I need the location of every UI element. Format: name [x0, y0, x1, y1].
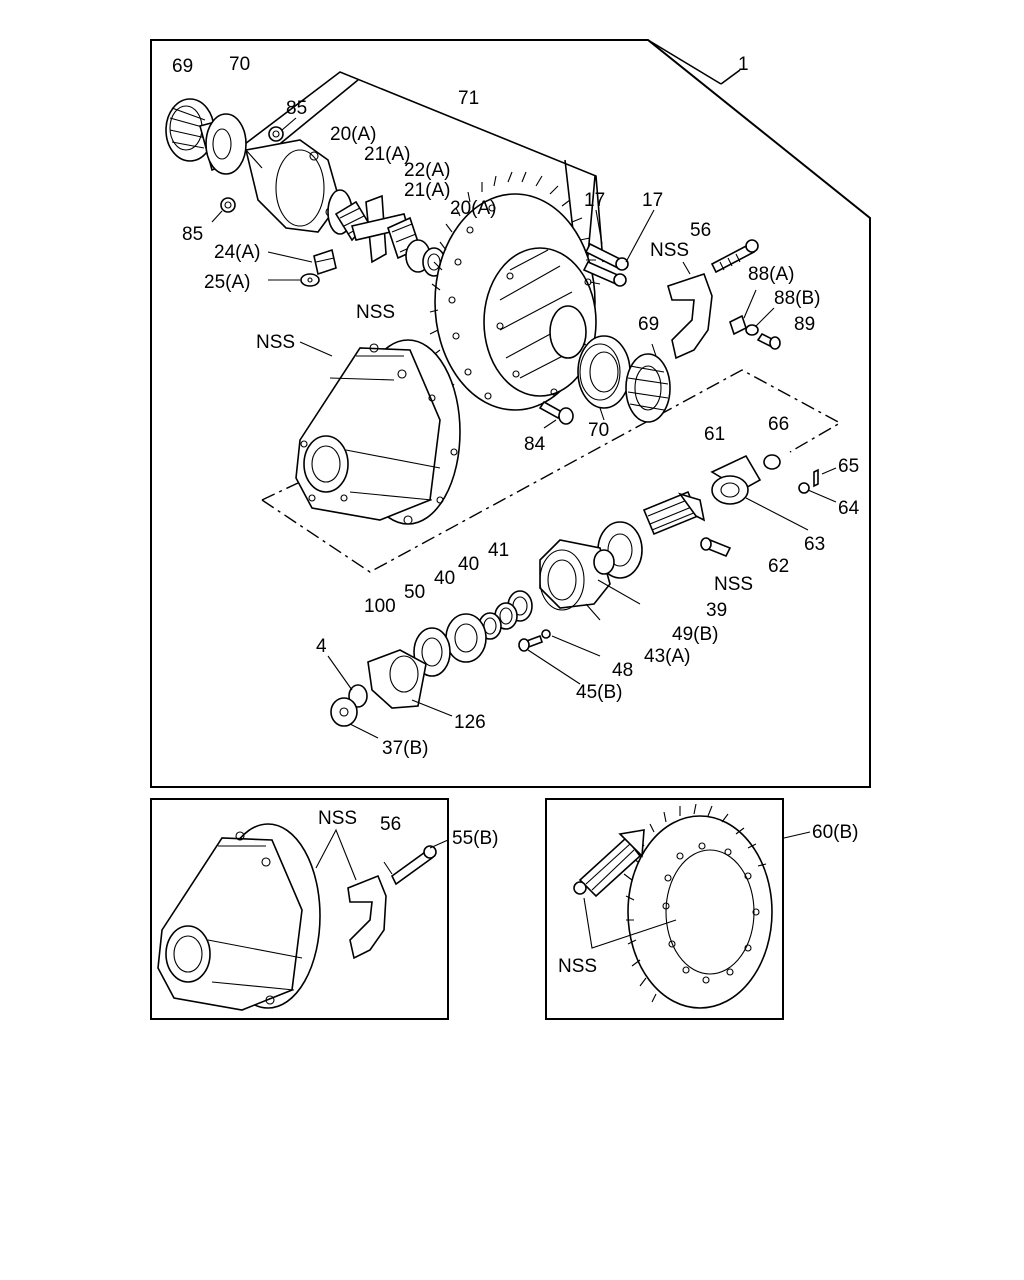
label-24a: 24(A): [214, 242, 260, 263]
label-60b: 60(B): [812, 822, 858, 843]
kit-ring-gear: [623, 803, 773, 1009]
label-20a-lower: 20(A): [450, 198, 496, 219]
label-41: 41: [488, 540, 509, 561]
nut-85-top: [268, 126, 284, 142]
differential-case-right: [483, 247, 597, 397]
bolt-17-a: [584, 242, 629, 271]
bearing-cone-70-top: [199, 113, 247, 175]
nut-37b: [330, 697, 358, 727]
bearing-50: [445, 613, 487, 663]
label-39: 39: [706, 600, 727, 621]
nut-85-lower: [220, 197, 236, 213]
label-4: 4: [316, 636, 327, 657]
label-43a: 43(A): [644, 646, 690, 667]
kit-cap-bolt-56: [390, 845, 437, 886]
label-64: 64: [838, 498, 860, 519]
label-71: 71: [458, 88, 479, 109]
label-nss-pinion: NSS: [714, 574, 753, 595]
label-63: 63: [804, 534, 825, 555]
nut-64: [798, 482, 810, 494]
label-nss-kit: NSS: [318, 808, 357, 829]
bearing-cone-70-right: [577, 335, 631, 409]
label-70-right: 70: [588, 420, 609, 441]
kit-drive-pinion: [573, 829, 645, 898]
label-17-right: 17: [642, 190, 663, 211]
label-21a-lower: 21(A): [404, 180, 450, 201]
bolt-84: [538, 400, 574, 425]
bearing-cap-nss: [667, 272, 713, 360]
label-45b: 45(B): [576, 682, 622, 703]
bearing-cage-43a: [539, 539, 611, 611]
label-nss-ring-gear: NSS: [356, 302, 395, 323]
callout-labels: 69 70 85 71 1 20(A) 21(A) 22(A) 21(A) 20…: [172, 54, 860, 977]
oil-seal-63: [711, 475, 749, 505]
label-85-top: 85: [286, 98, 307, 119]
label-55b: 55(B): [452, 828, 498, 849]
label-25a: 25(A): [204, 272, 250, 293]
washer-88b: [745, 324, 759, 336]
label-84: 84: [524, 434, 546, 455]
label-48: 48: [612, 660, 633, 681]
kit-housing-nss: [157, 823, 321, 1011]
label-56-top: 56: [690, 220, 711, 241]
carrier-housing-nss: [295, 339, 461, 525]
label-22a: 22(A): [404, 160, 450, 181]
label-61: 61: [704, 424, 725, 445]
companion-flange-126: [367, 649, 427, 709]
gear-set-frame: [545, 798, 784, 1020]
pinion-gear-24a: [313, 248, 337, 276]
label-37b: 37(B): [382, 738, 428, 759]
differential-case-left: [245, 139, 341, 233]
label-nss-housing: NSS: [256, 332, 295, 353]
label-89: 89: [794, 314, 815, 335]
label-nss-gear-set: NSS: [558, 956, 597, 977]
label-126: 126: [454, 712, 486, 733]
housing-group-boundary: [261, 369, 842, 573]
main-assembly-frame: [150, 39, 871, 788]
label-100: 100: [364, 596, 396, 617]
pin-65: [813, 468, 819, 488]
label-21a-upper: 21(A): [364, 144, 410, 165]
cap-bolt-56: [710, 239, 759, 274]
washer-25a: [300, 273, 320, 287]
adjuster-lock-88a: [729, 314, 747, 336]
label-50: 50: [404, 582, 425, 603]
label-69-right: 69: [638, 314, 659, 335]
label-nss-bearing-cap: NSS: [650, 240, 689, 261]
bolt-89: [756, 332, 781, 350]
label-65: 65: [838, 456, 859, 477]
label-1: 1: [738, 54, 749, 75]
seal-49b: [593, 549, 615, 575]
bolt-45b: [518, 634, 544, 652]
spider-22a: [350, 194, 410, 264]
label-20a-upper: 20(A): [330, 124, 376, 145]
label-85-lower: 85: [182, 224, 203, 245]
label-88a: 88(A): [748, 264, 794, 285]
bolt-62: [700, 537, 732, 558]
label-66: 66: [768, 414, 789, 435]
label-62: 62: [768, 556, 789, 577]
label-56-kit: 56: [380, 814, 401, 835]
bearing-cup-69-right: [625, 353, 671, 423]
label-69-top: 69: [172, 56, 193, 77]
label-40-right: 40: [458, 554, 479, 575]
drive-pinion-nss: [642, 490, 706, 536]
label-70-top: 70: [229, 54, 250, 75]
label-49b: 49(B): [672, 624, 718, 645]
label-17-left: 17: [584, 190, 605, 211]
housing-kit-frame: [150, 798, 449, 1020]
bolt-17-b: [582, 260, 627, 287]
washer-48: [541, 629, 551, 639]
label-88b: 88(B): [774, 288, 820, 309]
label-40-left: 40: [434, 568, 455, 589]
washer-66: [763, 454, 781, 470]
kit-bearing-cap-nss: [347, 874, 387, 960]
